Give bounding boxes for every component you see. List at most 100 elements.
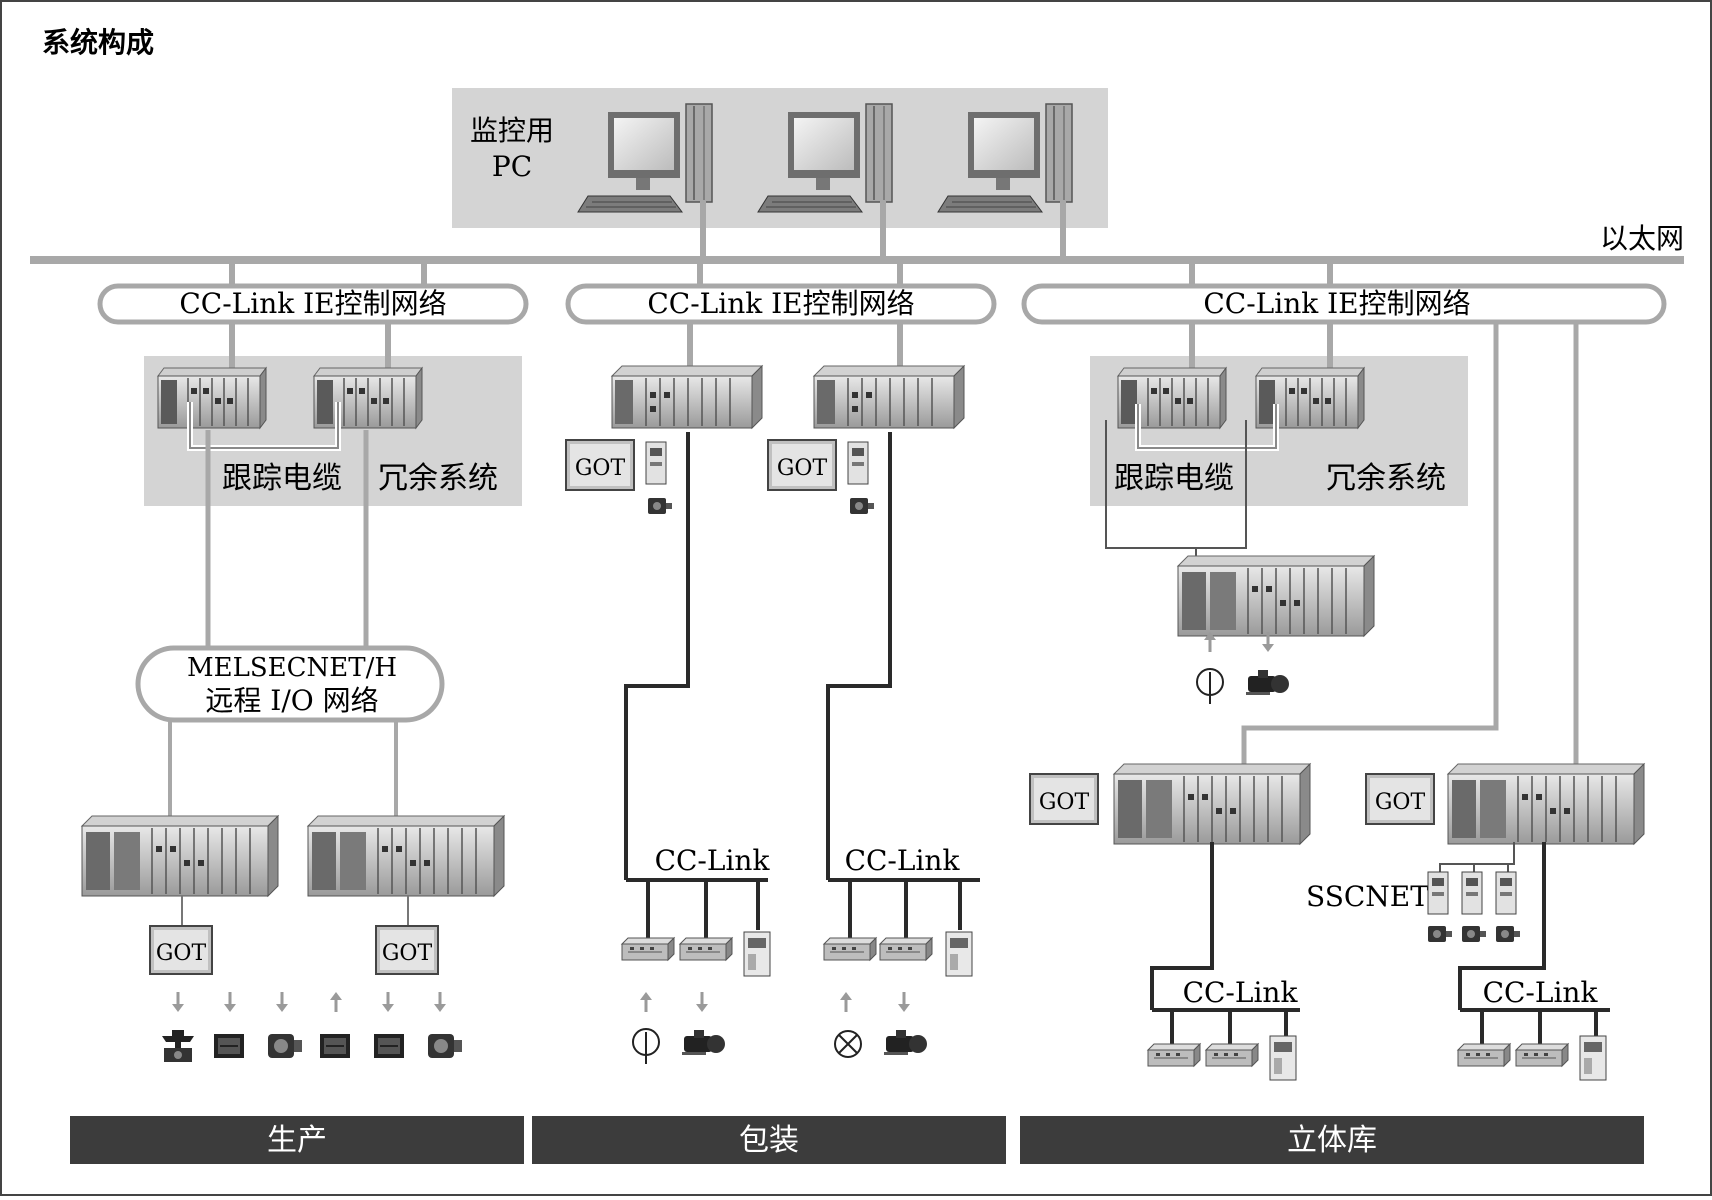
servo-amplifier-icon xyxy=(645,441,667,485)
remote-io-rack-production-2 xyxy=(307,815,505,897)
arrow-down-icon xyxy=(222,990,238,1014)
arrow-up-icon xyxy=(328,990,344,1014)
got-label-warehouse-2: GOT xyxy=(1375,790,1426,815)
sensor-icon xyxy=(632,1028,660,1065)
redundant-cpu-warehouse-b xyxy=(1255,367,1365,429)
redundant-cpu-production-b xyxy=(313,367,423,429)
remote-io-module-icon xyxy=(1515,1043,1569,1067)
melsecnet-label-line2: 远程 I/O 网络 xyxy=(205,684,378,717)
arrow-down-icon xyxy=(380,990,396,1014)
remote-io-module-icon xyxy=(1147,1043,1201,1067)
remote-io-module-icon xyxy=(679,937,733,961)
production-got-leads xyxy=(181,896,409,926)
sensor-icon xyxy=(1196,668,1224,705)
arrow-down-icon xyxy=(170,990,186,1014)
pc-group-label-line2: PC xyxy=(492,150,532,183)
got-label-production-2: GOT xyxy=(382,941,433,966)
warehouse-io-link xyxy=(1105,420,1247,562)
redundant-label-production: 冗余系统 xyxy=(378,461,498,496)
got-production-2: GOT xyxy=(375,925,439,975)
section-bar-packaging xyxy=(532,1116,1006,1164)
motor-icon xyxy=(268,1034,302,1058)
section-bar-warehouse xyxy=(1020,1116,1644,1164)
plc-packaging-2 xyxy=(813,365,965,429)
packaging-cclink-lines xyxy=(624,432,980,942)
cclink-label-warehouse-2: CC-Link xyxy=(1483,976,1599,1009)
tracking-cable-label-production: 跟踪电缆 xyxy=(222,461,342,496)
pc-ethernet-drops xyxy=(700,200,1066,260)
melsecnet-label-line1: MELSECNET/H xyxy=(187,653,397,683)
cclink-label-packaging-1: CC-Link xyxy=(655,844,771,877)
got-packaging-1: GOT xyxy=(565,439,635,491)
got-production-1: GOT xyxy=(149,925,213,975)
section-bar-production xyxy=(70,1116,524,1164)
arrow-down-icon xyxy=(274,990,290,1014)
got-label-packaging-1: GOT xyxy=(575,456,626,481)
valve-icon xyxy=(162,1030,194,1062)
plc-packaging-1 xyxy=(611,365,763,429)
servo-amplifier-icon xyxy=(847,441,869,485)
arrow-down-icon xyxy=(896,990,912,1014)
pump-motor-icon xyxy=(1246,670,1289,695)
remote-io-rack-production-1 xyxy=(81,815,279,897)
cclink-label-warehouse-1: CC-Link xyxy=(1183,976,1299,1009)
packaging-ie-drops xyxy=(687,324,903,370)
servo-amplifier-icon xyxy=(1461,871,1483,915)
got-warehouse-1: GOT xyxy=(1029,773,1099,825)
pc-group-label-line1: 监控用 xyxy=(470,114,554,147)
inverter-icon xyxy=(743,931,771,977)
warehouse-rack xyxy=(1177,555,1375,637)
ethernet-label: 以太网 xyxy=(1600,222,1684,255)
arrow-down-icon xyxy=(694,990,710,1014)
melsecnet-ring xyxy=(135,645,445,723)
got-label-production-1: GOT xyxy=(156,941,207,966)
servo-amplifier-icon xyxy=(1495,871,1517,915)
cclink-ie-label-warehouse: CC-Link IE控制网络 xyxy=(1203,287,1470,320)
remote-io-module-icon xyxy=(879,937,933,961)
arrow-up-icon xyxy=(638,990,654,1014)
section-label-warehouse: 立体库 xyxy=(1287,1123,1377,1158)
section-label-production: 生产 xyxy=(267,1123,327,1158)
tracking-cable-warehouse xyxy=(1137,404,1277,449)
servo-motor-icon xyxy=(1462,926,1486,942)
servo-motor-icon xyxy=(1496,926,1520,942)
inverter-icon xyxy=(1579,1035,1607,1081)
remote-io-module-icon xyxy=(1205,1043,1259,1067)
inverter-icon xyxy=(945,931,973,977)
got-packaging-2: GOT xyxy=(767,439,837,491)
warehouse-ie-branches xyxy=(1241,324,1579,772)
warehouse-station-plc-2 xyxy=(1447,763,1645,845)
remote-io-module-icon xyxy=(1457,1043,1511,1067)
servo-motor-icon xyxy=(1428,926,1452,942)
production-melsecnet-drops xyxy=(205,430,369,648)
got-warehouse-2: GOT xyxy=(1365,773,1435,825)
inverter-icon xyxy=(1269,1035,1297,1081)
remote-io-module-icon xyxy=(823,937,877,961)
ethernet-ie-drops xyxy=(229,264,1333,286)
servo-amplifier-icon xyxy=(1427,871,1449,915)
tracking-cable-label-warehouse: 跟踪电缆 xyxy=(1114,461,1234,496)
pump-motor-icon xyxy=(884,1030,927,1055)
diagram-title: 系统构成 xyxy=(42,26,154,59)
section-label-packaging: 包装 xyxy=(739,1123,799,1158)
sscnet-lines xyxy=(1439,842,1515,872)
redundant-label-warehouse: 冗余系统 xyxy=(1326,461,1446,496)
cclink-ie-ring-production xyxy=(97,283,529,325)
sensor-unit-icon xyxy=(319,1033,351,1059)
cclink-ie-label-packaging: CC-Link IE控制网络 xyxy=(647,287,914,320)
production-ie-drops xyxy=(229,324,391,370)
got-label-packaging-2: GOT xyxy=(777,456,828,481)
redundant-cpu-warehouse-a xyxy=(1117,367,1227,429)
cclink-ie-ring-warehouse xyxy=(1021,283,1667,325)
motor-icon xyxy=(428,1034,462,1058)
warehouse-cclink-lines xyxy=(1150,842,1610,1046)
lamp-icon xyxy=(834,1030,862,1058)
cclink-label-packaging-2: CC-Link xyxy=(845,844,961,877)
servo-motor-icon xyxy=(648,498,672,514)
arrow-down-icon xyxy=(432,990,448,1014)
warehouse-station-plc-1 xyxy=(1113,763,1311,845)
inverter-unit-icon xyxy=(373,1033,405,1059)
redundant-cpu-production-a xyxy=(157,367,267,429)
